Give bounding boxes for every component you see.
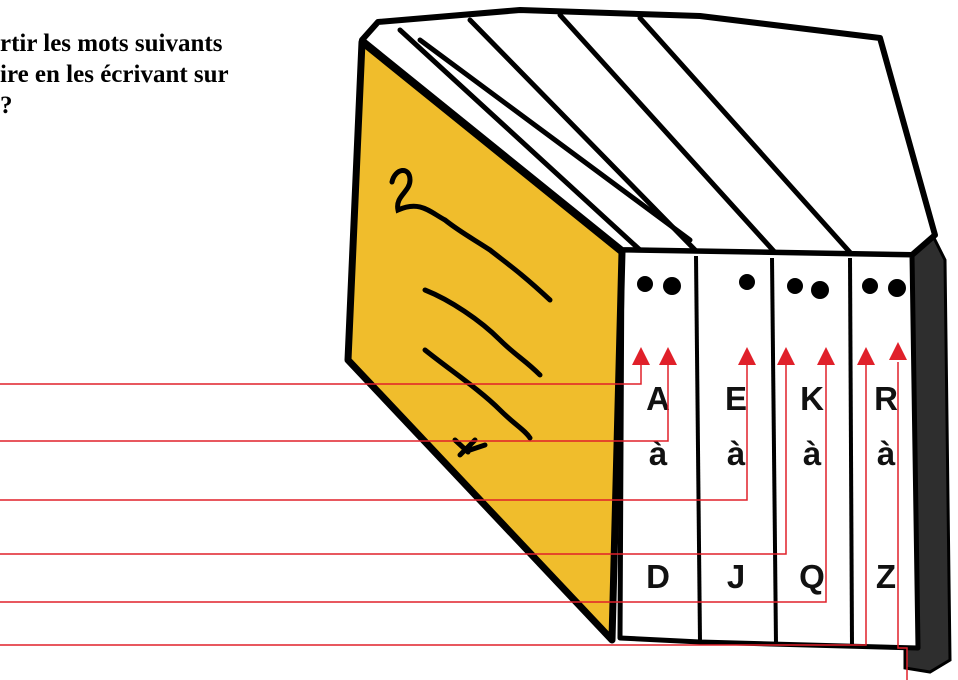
volume-2-sep: à [727,435,746,472]
volume-3-end: Q [799,558,825,595]
volume-4-sep: à [877,435,896,472]
volume-1-start: A [646,380,670,417]
volume-4-end: Z [876,558,896,595]
volume-3-sep: à [803,435,822,472]
volume-2-end: J [727,558,745,595]
volume-1-end: D [646,558,670,595]
volume-4-start: R [874,380,898,417]
volume-3-start: K [800,380,824,417]
volume-2-start: E [725,380,747,417]
